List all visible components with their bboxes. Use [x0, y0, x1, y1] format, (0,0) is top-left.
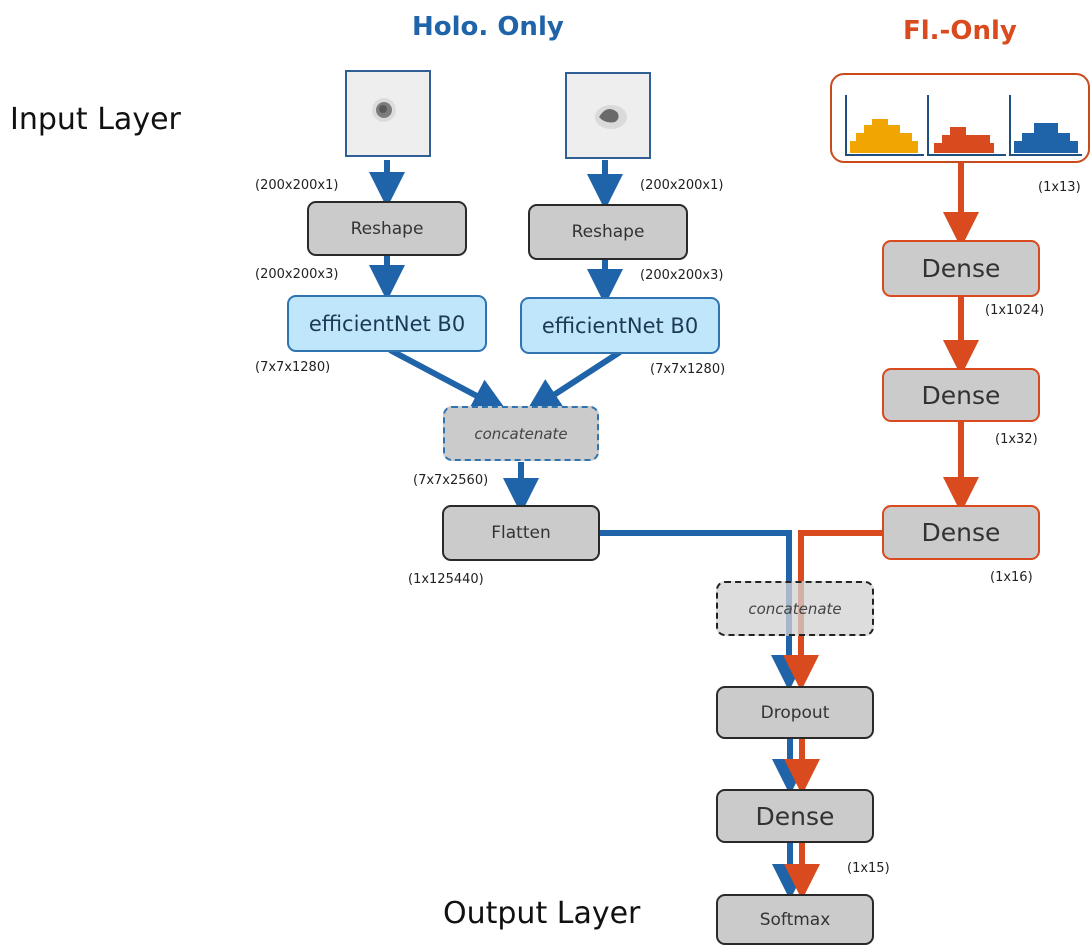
left-reshape-shape: (200x200x3)	[255, 267, 339, 282]
histogram-graphic	[845, 95, 1082, 156]
fl-input-shape: (1x13)	[1038, 180, 1081, 195]
flatten-node: Flatten	[442, 505, 600, 561]
hologram-image-right	[565, 72, 651, 159]
right-backbone-shape: (7x7x1280)	[650, 362, 726, 377]
reshape-left-node: Reshape	[307, 201, 467, 256]
output-layer-label: Output Layer	[443, 896, 641, 931]
arrow-left-backbone-to-concat	[388, 347, 508, 413]
dense-output-shape: (1x15)	[847, 861, 890, 876]
dense-1024-node: Dense	[882, 240, 1040, 297]
dropout-node: Dropout	[716, 686, 874, 739]
right-reshape-shape: (200x200x3)	[640, 268, 724, 283]
cell-hologram-right-graphic	[567, 74, 649, 157]
dense-16-node: Dense	[882, 505, 1040, 560]
right-input-shape: (200x200x1)	[640, 178, 724, 193]
flatten-shape: (1x125440)	[408, 572, 484, 587]
concat-holo-shape: (7x7x2560)	[413, 473, 489, 488]
holo-only-heading: Holo. Only	[412, 12, 564, 42]
dense-output-node: Dense	[716, 789, 874, 843]
dense-32-shape: (1x32)	[995, 432, 1038, 447]
reshape-right-node: Reshape	[528, 204, 688, 260]
fluorescence-histogram-input	[830, 73, 1090, 163]
input-layer-label: Input Layer	[10, 102, 181, 137]
dense-16-shape: (1x16)	[990, 570, 1033, 585]
fl-only-heading: Fl.-Only	[903, 16, 1017, 46]
dense-32-node: Dense	[882, 368, 1040, 422]
left-input-shape: (200x200x1)	[255, 178, 339, 193]
concatenate-head-node: concatenate	[716, 581, 874, 636]
efficientnet-left-node: efficientNet B0	[287, 295, 487, 352]
softmax-node: Softmax	[716, 894, 874, 945]
left-backbone-shape: (7x7x1280)	[255, 360, 331, 375]
hologram-image-left	[345, 70, 431, 157]
efficientnet-right-node: efficientNet B0	[520, 297, 720, 354]
concatenate-holo-node: concatenate	[443, 406, 599, 461]
arrow-right-backbone-to-concat	[524, 349, 622, 414]
cell-hologram-left-graphic	[347, 72, 429, 155]
dense-1024-shape: (1x1024)	[985, 303, 1045, 318]
